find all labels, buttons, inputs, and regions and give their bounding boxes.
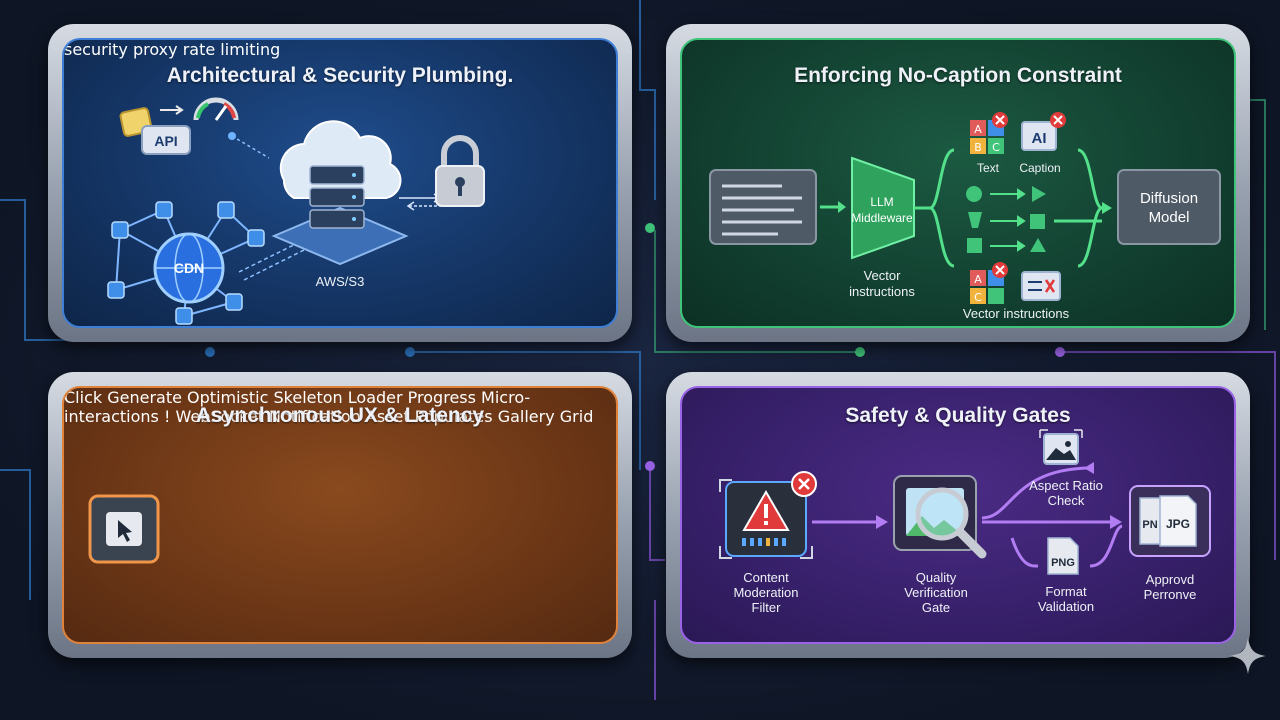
- png-badge: PNG: [1051, 557, 1075, 569]
- aspect-label-1: Aspect Ratio: [1029, 478, 1103, 493]
- svg-text:A: A: [974, 273, 982, 286]
- approved-label-2: Perronve: [1144, 587, 1197, 602]
- async-ux-panel: Asynchronous UX & Latency Click Generate…: [62, 386, 618, 644]
- quality-label-2: Verification: [904, 585, 968, 600]
- safety-diagram: Content Moderation Filter Quality Verifi…: [719, 429, 1211, 615]
- websocket-notification-bubble: ! WebSocket Notification: [163, 407, 361, 426]
- svg-text:C: C: [974, 291, 982, 304]
- jpg-badge: JPG: [1166, 517, 1190, 531]
- diffusion-label-2: Model: [1149, 209, 1190, 226]
- vector-bottom-label: Vector instructions: [963, 306, 1070, 321]
- vector-shapes-icon: [966, 186, 1046, 253]
- llm-middleware-block: LLM Middleware: [851, 156, 915, 260]
- proxy-label-2: proxy: [132, 40, 178, 59]
- no-caption-diagram: LLM Middleware Vector instructions A B C: [709, 112, 1221, 321]
- panel-title: Architectural & Security Plumbing.: [166, 64, 514, 87]
- architecture-diagram: API: [107, 97, 485, 325]
- skeleton-label-2: Skeleton Loader: [273, 388, 403, 407]
- aspect-ratio-icon: [1039, 429, 1083, 465]
- cdn-label: CDN: [174, 260, 204, 276]
- llm-label-1: LLM: [870, 195, 893, 209]
- svg-text:A: A: [974, 123, 982, 136]
- svg-text:C: C: [992, 141, 1000, 154]
- text-label: Text: [977, 161, 1000, 175]
- safety-frame: Safety & Quality Gates Content Moderatio…: [666, 372, 1250, 658]
- aws-s3-cloud-icon: [271, 120, 409, 266]
- ai-badge: AI: [1032, 130, 1047, 147]
- safety-panel: Safety & Quality Gates Content Moderatio…: [680, 386, 1236, 644]
- no-caption-panel: Enforcing No-Caption Constraint LLM Midd…: [680, 38, 1236, 328]
- abc-blocks-bottom-icon: A C: [970, 262, 1008, 304]
- skeleton-label-1: Optimistic: [187, 388, 269, 407]
- lock-icon: [435, 135, 485, 207]
- panel-title: Enforcing No-Caption Constraint: [794, 64, 1122, 87]
- no-caption-frame: Enforcing No-Caption Constraint LLM Midd…: [666, 24, 1250, 342]
- websocket-label-2: Notification: [269, 407, 361, 426]
- moderation-label-1: Content: [743, 570, 789, 585]
- panel-title: Safety & Quality Gates: [845, 404, 1071, 427]
- gallery-label-1: Asset Populates: [365, 407, 493, 426]
- png-file-icon: PNG: [1047, 537, 1079, 575]
- prompt-document-icon: [709, 169, 817, 245]
- architecture-panel: Architectural & Security Plumbing. API: [62, 38, 618, 328]
- diffusion-label-1: Diffusion: [1140, 190, 1198, 207]
- ai-caption-icon: AI: [1021, 112, 1066, 151]
- click-label-1: Click: [64, 388, 103, 407]
- diffusion-model-block: Diffusion Model: [1117, 169, 1221, 245]
- rate-label-1: rate: [182, 40, 216, 59]
- pn-badge: PN: [1142, 519, 1157, 531]
- moderation-label-2: Moderation: [733, 585, 798, 600]
- moderation-label-3: Filter: [752, 600, 782, 615]
- code-window-icon: [1021, 271, 1061, 301]
- format-label-1: Format: [1045, 584, 1087, 599]
- rate-label-2: limiting: [220, 40, 281, 59]
- svg-text:B: B: [974, 141, 982, 154]
- panel-title: Asynchronous UX & Latency: [195, 404, 485, 427]
- api-badge: API: [154, 133, 177, 149]
- click-generate-icon: [88, 494, 160, 564]
- format-label-2: Validation: [1038, 599, 1094, 614]
- progress-label-1: Progress: [407, 388, 476, 407]
- gauge-icon: [193, 97, 239, 121]
- vector-label-2: instructions: [849, 284, 915, 299]
- click-label-2: Generate: [107, 388, 182, 407]
- quality-label-3: Gate: [922, 600, 950, 615]
- proxy-label-1: security: [64, 40, 128, 59]
- approved-label-1: Approvd: [1146, 572, 1194, 587]
- quality-label-1: Quality: [916, 570, 957, 585]
- async-ux-frame: Asynchronous UX & Latency Click Generate…: [48, 372, 632, 658]
- approved-files-icon: PN JPG: [1129, 485, 1211, 557]
- vector-label-1: Vector: [864, 268, 902, 283]
- aspect-label-2: Check: [1048, 493, 1085, 508]
- websocket-label-1: WebSocket: [175, 407, 264, 426]
- async-ux-diagram: [88, 494, 160, 564]
- cdn-globe-icon: CDN: [107, 201, 265, 325]
- content-moderation-icon: [719, 471, 817, 559]
- architecture-frame: Architectural & Security Plumbing. API: [48, 24, 632, 342]
- abc-blocks-top-icon: A B C: [970, 112, 1008, 154]
- sparkle-icon: [1230, 638, 1266, 674]
- caption-label: Caption: [1019, 161, 1060, 175]
- quality-magnifier-icon: [893, 475, 987, 559]
- llm-label-2: Middleware: [851, 211, 913, 225]
- aws-s3-label: AWS/S3: [316, 274, 365, 289]
- progress-label-2: Micro-interactions: [64, 388, 531, 426]
- gallery-label-2: Gallery Grid: [497, 407, 594, 426]
- api-key-icon: API: [119, 105, 191, 155]
